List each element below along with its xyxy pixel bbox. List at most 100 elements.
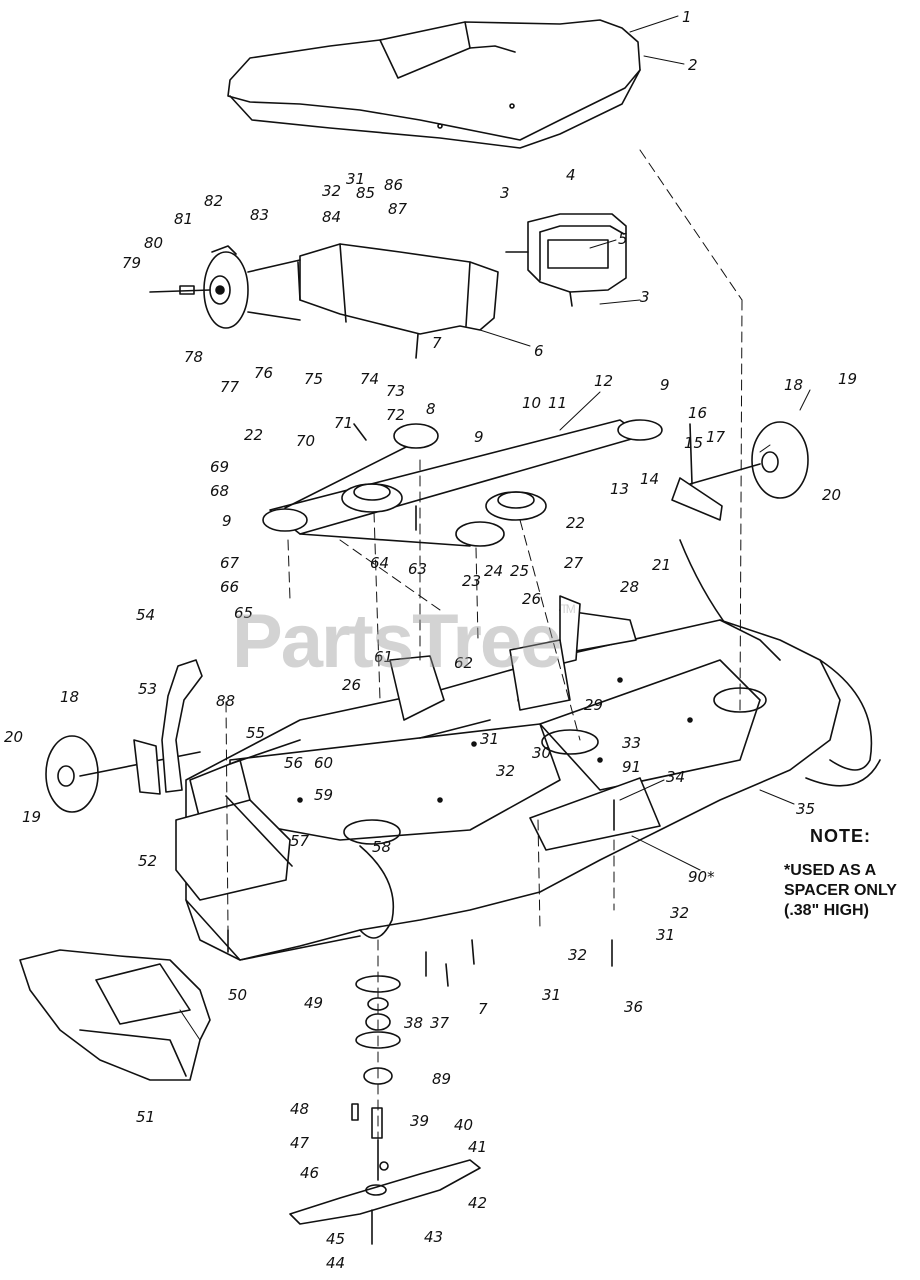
callout-label: 89 — [432, 1070, 451, 1088]
callout-label: 70 — [296, 432, 315, 450]
callout-label: 22 — [566, 514, 585, 532]
callout-label: 51 — [136, 1108, 155, 1126]
callout-label: 33 — [622, 734, 641, 752]
callout-label: 52 — [138, 852, 157, 870]
callout-label: 38 — [404, 1014, 423, 1032]
callout-label: 50 — [228, 986, 247, 1004]
callout-label: 26 — [342, 676, 361, 694]
callout-label: 85 — [356, 184, 375, 202]
callout-label: 77 — [220, 378, 240, 396]
callout-label: 20 — [822, 486, 841, 504]
callout-label: 81 — [174, 210, 193, 228]
callout-label: 34 — [666, 768, 685, 786]
callout-label: 7 — [432, 334, 442, 352]
callout-label: 49 — [304, 994, 323, 1012]
callout-label: 37 — [430, 1014, 450, 1032]
callout-label: 46 — [300, 1164, 319, 1182]
callout-label: 4 — [566, 166, 576, 184]
callout-label: 1 — [682, 8, 692, 26]
callout-label: 61 — [374, 648, 393, 666]
callout-label: 54 — [136, 606, 155, 624]
callout-label: 18 — [784, 376, 803, 394]
callout-label: 13 — [610, 480, 629, 498]
callout-label: 9 — [222, 512, 232, 530]
trademark-mark: TM — [560, 602, 575, 616]
hardware-bolts — [227, 423, 615, 987]
callout-label: 26 — [522, 590, 541, 608]
callout-label: 60 — [314, 754, 333, 772]
callout-label: 35 — [796, 800, 815, 818]
callout-label: 11 — [548, 394, 567, 412]
callout-label: 76 — [254, 364, 273, 382]
callout-label: 31 — [542, 986, 561, 1004]
callout-label: 30 — [532, 744, 551, 762]
callout-label: 25 — [510, 562, 529, 580]
callout-label: 53 — [138, 680, 157, 698]
callout-label: 55 — [246, 724, 265, 742]
callout-label: 69 — [210, 458, 229, 476]
callout-label: 29 — [584, 696, 603, 714]
callout-label: 57 — [290, 832, 310, 850]
mower-deck-housing — [185, 619, 881, 961]
callout-label: 16 — [688, 404, 707, 422]
callout-label: 74 — [360, 370, 379, 388]
callout-label: 3 — [640, 288, 650, 306]
callout-label: 8 — [426, 400, 436, 418]
belt-system — [262, 419, 663, 547]
callout-label: 20 — [4, 728, 23, 746]
callout-label: 86 — [384, 176, 403, 194]
gearbox-assembly — [297, 213, 627, 359]
callout-label: 64 — [370, 554, 389, 572]
note-heading: NOTE: — [810, 826, 871, 846]
note-line: SPACER ONLY — [784, 882, 897, 899]
callout-label: 22 — [244, 426, 263, 444]
callout-label: 72 — [386, 406, 405, 424]
callout-label: 59 — [314, 786, 333, 804]
callout-labels: 1 2 3 4 5 3 6 7 31 32 85 84 86 87 82 81 … — [4, 8, 857, 1272]
callout-label: 23 — [462, 572, 481, 590]
callout-label: 78 — [184, 348, 203, 366]
callout-label: 7 — [478, 1000, 488, 1018]
callout-label: 31 — [656, 926, 675, 944]
upper-drive-pulley — [149, 245, 301, 329]
note-line: *USED AS A — [784, 862, 877, 879]
callout-label: 39 — [410, 1112, 429, 1130]
right-gauge-wheel — [671, 421, 809, 631]
callout-label: 10 — [522, 394, 541, 412]
note-line: (.38" HIGH) — [784, 902, 869, 919]
callout-label: 47 — [290, 1134, 310, 1152]
callout-label: 43 — [424, 1228, 443, 1246]
callout-label: 2 — [688, 56, 698, 74]
callout-leaders — [179, 15, 811, 1041]
callout-label: 31 — [480, 730, 499, 748]
callout-label: 42 — [468, 1194, 487, 1212]
callout-label: 63 — [408, 560, 427, 578]
callout-label: 32 — [322, 182, 341, 200]
callout-label: 73 — [386, 382, 405, 400]
callout-label: 36 — [624, 998, 643, 1016]
callout-label: 44 — [326, 1254, 345, 1272]
callout-label: 19 — [22, 808, 41, 826]
callout-label: 66 — [220, 578, 239, 596]
callout-label: 62 — [454, 654, 473, 672]
callout-label: 67 — [220, 554, 240, 572]
callout-label: 28 — [620, 578, 639, 596]
callout-label: 9 — [474, 428, 484, 446]
left-wheel-assembly — [45, 659, 291, 901]
mower-blade — [289, 1159, 481, 1245]
callout-label: 41 — [468, 1138, 487, 1156]
callout-label: 17 — [706, 428, 726, 446]
callout-label: 87 — [388, 200, 408, 218]
assembly-guide-lines — [225, 149, 743, 1181]
callout-label: 15 — [684, 434, 703, 452]
callout-label: 84 — [322, 208, 341, 226]
callout-label: 32 — [568, 946, 587, 964]
callout-label: 27 — [564, 554, 584, 572]
callout-label: 58 — [372, 838, 391, 856]
callout-label: 83 — [250, 206, 269, 224]
callout-label: 75 — [304, 370, 323, 388]
deck-cover — [227, 19, 641, 149]
spacer-note: NOTE: *USED AS A SPACER ONLY (.38" HIGH) — [784, 826, 920, 921]
callout-label: 40 — [454, 1116, 473, 1134]
